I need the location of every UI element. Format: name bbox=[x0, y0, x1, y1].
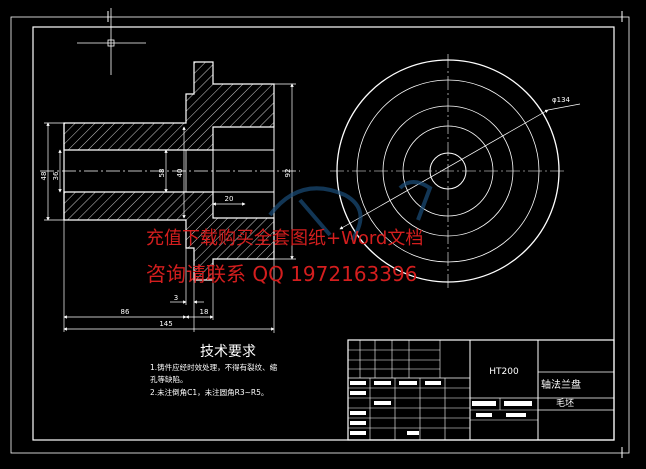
part-name-label: 轴法兰盘 bbox=[541, 378, 581, 391]
drawing-type-label: 毛坯 bbox=[556, 397, 574, 409]
dim-l86: 86 bbox=[121, 308, 130, 316]
dim-l18: 18 bbox=[200, 308, 209, 316]
inner-border bbox=[32, 26, 615, 441]
dim-d134: φ134 bbox=[552, 96, 571, 104]
notes-line2: 孔等缺陷。 bbox=[150, 374, 188, 384]
section-view bbox=[40, 61, 300, 281]
dim-l145: 145 bbox=[159, 320, 172, 328]
watermark-line-1: 充值下载购买全套图纸+Word文档 bbox=[146, 228, 424, 249]
title-block-text: HT200 轴法兰盘 毛坯 bbox=[489, 367, 581, 409]
end-view bbox=[330, 54, 581, 288]
hatch-upper bbox=[63, 61, 275, 151]
notes-line3: 2.未注倒角C1，未注圆角R3~R5。 bbox=[150, 387, 268, 397]
watermark-logo bbox=[268, 180, 433, 242]
notes-line1: 1.铸件应经时效处理，不得有裂纹、缩 bbox=[150, 362, 278, 372]
outer-border bbox=[10, 16, 630, 454]
dim-d58: 58 bbox=[158, 169, 166, 178]
dim-d92: 92 bbox=[284, 169, 292, 178]
dim-d48: 48 bbox=[40, 172, 48, 181]
section-dimensions bbox=[44, 83, 296, 333]
title-block bbox=[347, 339, 615, 441]
cad-cursor-crosshair bbox=[77, 8, 146, 75]
technical-notes: 技术要求 1.铸件应经时效处理，不得有裂纹、缩 孔等缺陷。 2.未注倒角C1，未… bbox=[150, 344, 278, 397]
dim-l3: 3 bbox=[174, 294, 178, 302]
watermark-line-2: 咨询请联系 QQ 1972163396 bbox=[146, 262, 418, 286]
dimension-labels: 48 36 58 40 92 20 3 86 18 145 φ134 bbox=[40, 96, 571, 328]
dim-d36: 36 bbox=[52, 171, 60, 180]
material-label: HT200 bbox=[489, 367, 519, 377]
title-block-fills bbox=[350, 381, 532, 435]
dim-l20: 20 bbox=[225, 195, 234, 203]
dim-d40: 40 bbox=[176, 169, 184, 178]
notes-title: 技术要求 bbox=[200, 344, 256, 360]
